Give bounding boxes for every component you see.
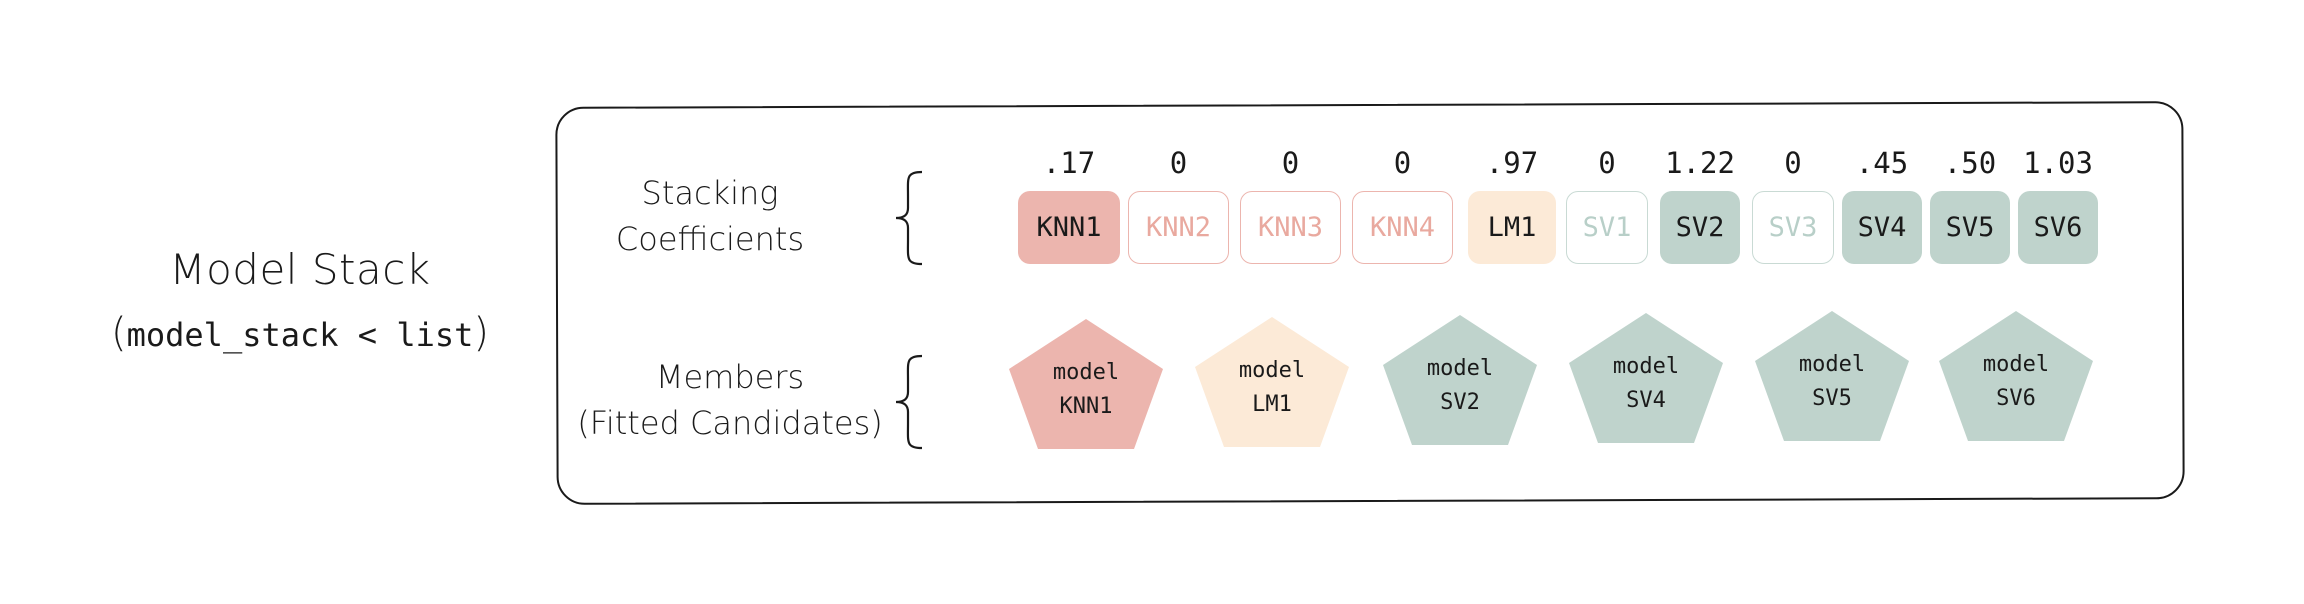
pentagon-shape-sv2	[1383, 315, 1537, 445]
pentagon-shape-lm1	[1195, 317, 1349, 447]
members-label: Members (Fitted Candidates)	[560, 354, 900, 446]
coefficient-box-sv3: SV3	[1752, 191, 1834, 264]
subtitle-close-paren: )	[473, 310, 489, 356]
members-label-line2: (Fitted Candidates)	[577, 404, 883, 442]
coefficient-box-sv4: SV4	[1842, 191, 1922, 264]
member-label-line1-sv2: model	[1426, 356, 1494, 381]
pentagon-shape-knn1	[1009, 319, 1163, 449]
coefficient-box-sv1: SV1	[1566, 191, 1648, 264]
coefficient-value-knn4: 0	[1393, 146, 1412, 180]
coefficient-value-knn1: .17	[1042, 146, 1096, 180]
stacking-coefficients-label: Stacking Coefficients	[540, 170, 880, 262]
member-label-line1-lm1: model	[1238, 358, 1306, 383]
member-label-line1-sv4: model	[1612, 354, 1680, 379]
coefficient-box-knn2: KNN2	[1128, 191, 1229, 264]
diagram-title: Model Stack	[169, 245, 431, 294]
member-pentagon-sv2	[1383, 315, 1537, 445]
coefficient-box-sv5: SV5	[1930, 191, 2010, 264]
diagram-subtitle: (model_stack < list)	[0, 310, 600, 356]
coefficient-box-knn4: KNN4	[1352, 191, 1453, 264]
coefficient-box-knn3: KNN3	[1240, 191, 1341, 264]
coefficient-value-knn2: 0	[1169, 146, 1188, 180]
pentagon-shape-sv5	[1755, 311, 1909, 441]
pentagon-shape-sv6	[1939, 311, 2093, 441]
coefficient-value-sv4: .45	[1855, 146, 1909, 180]
member-label-line2-knn1: KNN1	[1059, 394, 1113, 419]
members-brace-icon	[895, 354, 923, 450]
member-pentagon-sv5	[1755, 311, 1909, 441]
member-label-line2-sv2: SV2	[1440, 390, 1480, 415]
coefficients-brace-icon	[895, 170, 923, 266]
stacking-coefficients-label-line1: Stacking	[641, 174, 779, 212]
member-pentagon-lm1	[1195, 317, 1349, 447]
coefficient-value-sv6: 1.03	[2023, 146, 2093, 180]
coefficient-value-sv2: 1.22	[1665, 146, 1735, 180]
coefficient-box-lm1: LM1	[1468, 191, 1556, 264]
member-pentagon-sv6	[1939, 311, 2093, 441]
coefficient-value-lm1: .97	[1485, 146, 1539, 180]
member-label-line1-knn1: model	[1052, 360, 1120, 385]
coefficient-value-sv1: 0	[1598, 146, 1616, 180]
coefficient-value-sv3: 0	[1784, 146, 1802, 180]
members-label-line1: Members	[655, 358, 805, 396]
coefficient-value-knn3: 0	[1281, 146, 1300, 180]
member-pentagon-sv4	[1569, 313, 1723, 443]
member-label-line2-sv5: SV5	[1812, 386, 1852, 411]
member-label-line2-sv6: SV6	[1996, 386, 2036, 411]
subtitle-code: model_stack < list	[126, 316, 474, 354]
member-label-line2-sv4: SV4	[1626, 388, 1666, 413]
stacking-coefficients-label-line2: Coefficients	[615, 220, 805, 258]
subtitle-open-paren: (	[111, 310, 127, 356]
coefficient-box-sv2: SV2	[1660, 191, 1740, 264]
member-label-line1-sv5: model	[1798, 352, 1866, 377]
member-label-line2-lm1: LM1	[1252, 392, 1292, 417]
pentagon-shape-sv4	[1569, 313, 1723, 443]
coefficient-box-knn1: KNN1	[1018, 191, 1120, 264]
member-label-line1-sv6: model	[1982, 352, 2050, 377]
member-pentagon-knn1	[1009, 319, 1163, 449]
coefficient-value-sv5: .50	[1943, 146, 1997, 180]
coefficient-box-sv6: SV6	[2018, 191, 2098, 264]
